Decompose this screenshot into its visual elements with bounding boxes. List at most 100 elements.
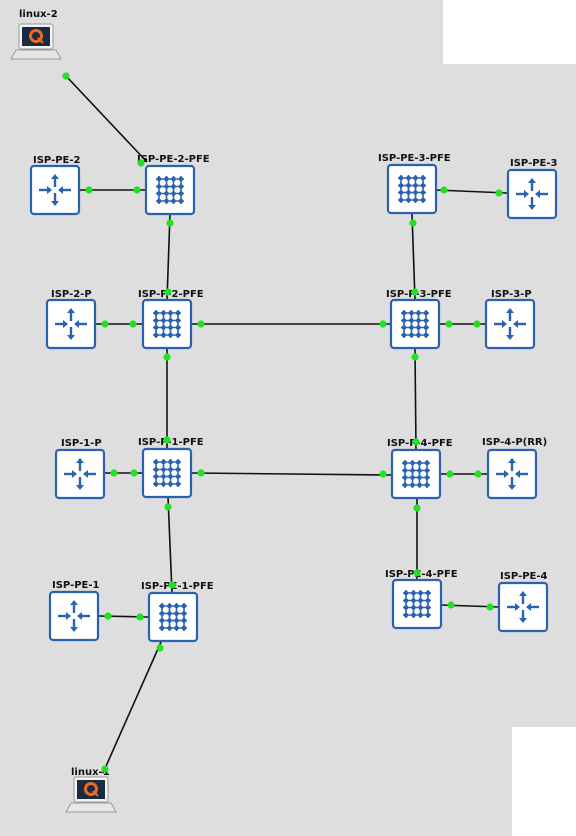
node-isp-pe-3[interactable]: ISP-PE-3: [506, 158, 558, 220]
node-isp-p-2-pfe[interactable]: ISP-P-2-PFE: [138, 289, 204, 350]
node-isp-pe-1-pfe[interactable]: ISP-PE-1-PFE: [141, 581, 214, 643]
node-label: ISP-PE-3: [510, 158, 558, 169]
port-dot[interactable]: [156, 644, 164, 652]
link-isp-pe-3-pfe-isp-pe-3[interactable]: [435, 189, 508, 194]
router-arrows-icon: [507, 591, 539, 623]
node-label: ISP-P-1-PFE: [138, 437, 204, 448]
node-label: ISP-PE-2-PFE: [137, 154, 210, 165]
port-dot[interactable]: [411, 288, 419, 296]
port-dot[interactable]: [445, 320, 453, 328]
port-dot[interactable]: [474, 470, 482, 478]
link-isp-p-1-pfe-isp-p-4-pfe[interactable]: [191, 472, 393, 476]
port-dot[interactable]: [110, 469, 118, 477]
ports-layer: [62, 72, 503, 773]
port-dot[interactable]: [379, 470, 387, 478]
port-dot[interactable]: [104, 612, 112, 620]
router-arrows-icon: [55, 308, 87, 340]
router-arrows-icon: [58, 600, 90, 632]
port-dot[interactable]: [164, 503, 172, 511]
node-isp-pe-4-pfe[interactable]: ISP-PE-4-PFE: [385, 569, 458, 630]
fabric-grid-icon: [153, 310, 181, 338]
port-dot[interactable]: [130, 469, 138, 477]
node-label: linux-2: [19, 9, 58, 20]
fabric-grid-icon: [401, 310, 429, 338]
port-dot[interactable]: [486, 603, 494, 611]
node-label: ISP-P-3-PFE: [386, 289, 452, 300]
router-arrows-icon: [516, 178, 548, 210]
node-linux-1[interactable]: linux-1: [65, 767, 117, 813]
node-label: ISP-PE-4: [500, 571, 548, 582]
port-dot[interactable]: [447, 601, 455, 609]
node-isp-pe-1[interactable]: ISP-PE-1: [48, 580, 100, 642]
node-isp-p-1-pfe[interactable]: ISP-P-1-PFE: [138, 437, 204, 499]
port-dot[interactable]: [136, 613, 144, 621]
port-dot[interactable]: [197, 320, 205, 328]
link-linux-2-isp-pe-2-pfe[interactable]: [65, 75, 148, 163]
node-isp-1-p[interactable]: ISP-1-P: [54, 438, 106, 500]
router-arrows-icon: [39, 174, 71, 206]
laptop-icon: [10, 23, 62, 60]
port-dot[interactable]: [379, 320, 387, 328]
link-isp-pe-3-pfe-isp-p-3-pfe[interactable]: [411, 213, 416, 301]
port-dot[interactable]: [495, 189, 503, 197]
node-label: ISP-PE-1: [52, 580, 100, 591]
link-isp-p-1-pfe-isp-pe-1-pfe[interactable]: [167, 496, 173, 594]
port-dot[interactable]: [133, 186, 141, 194]
fabric-grid-icon: [403, 590, 431, 618]
fabric-grid-icon: [398, 175, 426, 203]
node-label: ISP-PE-2: [33, 155, 81, 166]
port-dot[interactable]: [85, 186, 93, 194]
port-dot[interactable]: [446, 470, 454, 478]
node-label: ISP-PE-1-PFE: [141, 581, 214, 592]
port-dot[interactable]: [168, 581, 176, 589]
port-dot[interactable]: [101, 765, 109, 773]
laptop-icon: [65, 776, 117, 813]
node-label: ISP-1-P: [61, 438, 102, 449]
node-isp-p-3-pfe[interactable]: ISP-P-3-PFE: [386, 289, 452, 350]
fabric-grid-icon: [153, 459, 181, 487]
node-isp-pe-3-pfe[interactable]: ISP-PE-3-PFE: [378, 153, 451, 215]
fabric-grid-icon: [402, 460, 430, 488]
port-dot[interactable]: [137, 159, 145, 167]
fabric-grid-icon: [156, 176, 184, 204]
port-dot[interactable]: [163, 353, 171, 361]
port-dot[interactable]: [197, 469, 205, 477]
link-isp-p-3-pfe-isp-p-4-pfe[interactable]: [414, 348, 417, 451]
node-label: ISP-2-P: [51, 289, 92, 300]
node-label: ISP-P-4-PFE: [387, 438, 453, 449]
node-isp-pe-4[interactable]: ISP-PE-4: [497, 571, 549, 633]
node-label: ISP-PE-3-PFE: [378, 153, 451, 164]
port-dot[interactable]: [413, 504, 421, 512]
port-dot[interactable]: [413, 569, 421, 577]
node-label: ISP-4-P(RR): [482, 437, 547, 448]
router-arrows-icon: [494, 308, 526, 340]
port-dot[interactable]: [62, 72, 70, 80]
router-arrows-icon: [64, 458, 96, 490]
node-linux-2[interactable]: linux-2: [10, 9, 62, 60]
port-dot[interactable]: [166, 219, 174, 227]
port-dot[interactable]: [163, 436, 171, 444]
fabric-grid-icon: [159, 603, 187, 631]
port-dot[interactable]: [440, 186, 448, 194]
port-dot[interactable]: [101, 320, 109, 328]
port-dot[interactable]: [411, 353, 419, 361]
node-label: linux-1: [71, 767, 110, 778]
node-isp-4-p-rr[interactable]: ISP-4-P(RR): [482, 437, 547, 500]
node-isp-pe-2-pfe[interactable]: ISP-PE-2-PFE: [137, 154, 210, 216]
port-dot[interactable]: [473, 320, 481, 328]
port-dot[interactable]: [412, 438, 420, 446]
node-isp-pe-2[interactable]: ISP-PE-2: [29, 155, 81, 216]
port-dot[interactable]: [164, 288, 172, 296]
node-isp-p-4-pfe[interactable]: ISP-P-4-PFE: [387, 438, 453, 500]
port-dot[interactable]: [409, 219, 417, 227]
node-isp-3-p[interactable]: ISP-3-P: [484, 289, 536, 350]
link-isp-pe-1-pfe-linux-1[interactable]: [102, 641, 162, 774]
node-isp-2-p[interactable]: ISP-2-P: [45, 289, 97, 350]
router-arrows-icon: [496, 458, 528, 490]
link-isp-pe-2-pfe-isp-p-2-pfe[interactable]: [166, 213, 171, 301]
node-label: ISP-PE-4-PFE: [385, 569, 458, 580]
port-dot[interactable]: [129, 320, 137, 328]
